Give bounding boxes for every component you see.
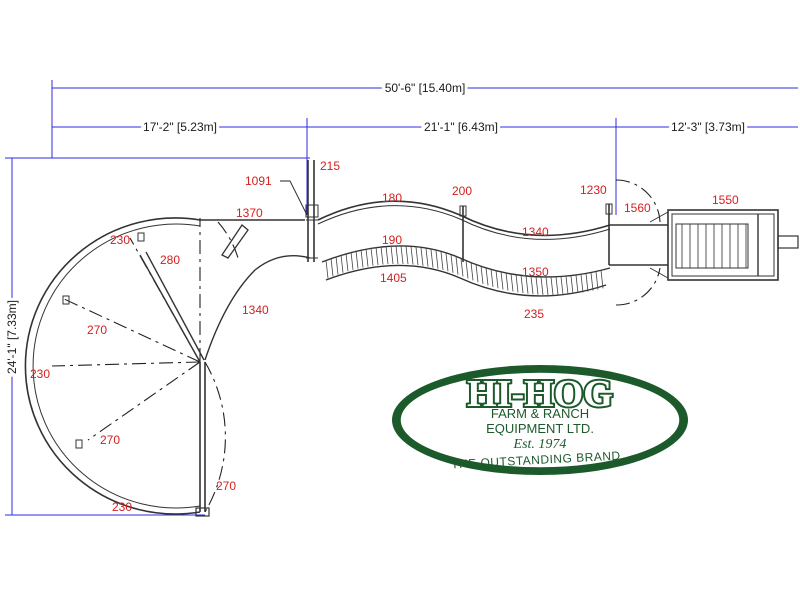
panel-hatch-line	[425, 248, 429, 267]
panel-hatch-line	[355, 250, 359, 269]
panel-hatch-line	[540, 276, 544, 295]
part-label-230-top: 230	[110, 233, 130, 247]
logo-line-1: FARM & RANCH	[491, 406, 589, 421]
panel-hatch-line	[380, 246, 384, 265]
part-label-1091: 1091	[245, 174, 272, 188]
panel-hatch-line	[375, 247, 379, 266]
panel-hatch-line	[405, 246, 409, 265]
dimension-lines: 50'-6" [15.40m] 17'-2" [5.23m] 21'-1" [6…	[2, 78, 798, 516]
part-label-190: 190	[382, 233, 402, 247]
panel-hatch-line	[430, 249, 434, 268]
part-label-270-upper: 270	[87, 323, 107, 337]
panel-hatch-line	[465, 260, 469, 279]
section-1-dimension: 17'-2" [5.23m]	[143, 120, 217, 134]
logo-line-2: EQUIPMENT LTD.	[486, 421, 594, 436]
leader-line	[280, 180, 308, 216]
part-label-1370: 1370	[236, 206, 263, 220]
part-label-180: 180	[382, 191, 402, 205]
panel-hatch-line	[575, 275, 579, 294]
part-label-280: 280	[160, 253, 180, 267]
logo-established: Est. 1974	[513, 437, 567, 452]
part-label-1340-top: 1340	[522, 225, 549, 239]
panel-hatch-line	[450, 254, 454, 273]
panel-hatch-line	[395, 245, 399, 264]
panel-hatch-line	[370, 247, 374, 266]
logo-brand-text: HI-HOG	[467, 373, 613, 415]
panel-hatch-line	[555, 276, 559, 295]
part-label-1230: 1230	[580, 183, 607, 197]
panel-hatch-line	[485, 267, 489, 286]
panel-hatch-line	[480, 265, 484, 284]
panel-hatch-line	[570, 275, 574, 294]
overall-width-dimension: 50'-6" [15.40m]	[385, 81, 466, 95]
panel-hatch-line	[470, 262, 474, 281]
panel-hatch-line	[535, 276, 539, 295]
hi-hog-logo: HI-HOG FARM & RANCH EQUIPMENT LTD. Est. …	[392, 365, 688, 475]
part-label-1550: 1550	[712, 193, 739, 207]
panel-hatch-line	[325, 260, 329, 279]
part-labels: 215 1091 180 200 1230 1560 1550 1370 230…	[30, 159, 739, 514]
panel-hatch-line	[345, 253, 349, 272]
sweep-curve-section	[24, 217, 311, 517]
panel-hatch-line	[415, 247, 419, 266]
panel-hatch-line	[410, 246, 414, 265]
panel-hatch-line	[580, 274, 584, 293]
panel-hatch-line	[550, 276, 554, 295]
panel-hatch-line	[435, 250, 439, 269]
panel-hatch-line	[365, 248, 369, 267]
panel-hatch-line	[495, 270, 499, 289]
panel-hatch-line	[545, 276, 549, 295]
part-label-200: 200	[452, 184, 472, 198]
panel-hatch-line	[460, 258, 464, 277]
panel-hatch-line	[600, 270, 604, 289]
panel-hatch-line	[400, 245, 404, 265]
panel-hatch-line	[440, 251, 444, 270]
panel-hatch-line	[520, 275, 524, 294]
panel-hatch-line	[560, 276, 564, 295]
part-label-230-left: 230	[30, 367, 50, 381]
panel-hatch-line	[530, 276, 534, 295]
alley-section	[305, 160, 668, 306]
part-label-1405: 1405	[380, 271, 407, 285]
part-label-270-bottom: 270	[216, 479, 236, 493]
part-label-215: 215	[320, 159, 340, 173]
panel-hatch-line	[490, 268, 494, 287]
panel-hatch-line	[445, 253, 449, 272]
panel-hatch-line	[350, 251, 354, 270]
squeeze-crate	[649, 209, 799, 281]
panel-hatch-line	[515, 274, 519, 293]
panel-hatch-line	[385, 246, 389, 265]
section-3-dimension: 12'-3" [3.73m]	[671, 120, 745, 134]
part-label-270-lower: 270	[100, 433, 120, 447]
panel-hatch-line	[500, 271, 504, 290]
panel-hatch-line	[585, 273, 589, 292]
panel-hatch-line	[330, 258, 334, 277]
panel-hatch-line	[565, 276, 569, 295]
panel-hatch-line	[475, 264, 479, 283]
panel-hatch-line	[595, 271, 599, 290]
panel-hatch-line	[420, 247, 424, 266]
part-label-230-bottom: 230	[112, 500, 132, 514]
panel-hatch-line	[590, 272, 594, 291]
panel-hatch-line	[390, 245, 394, 265]
section-2-dimension: 21'-1" [6.43m]	[424, 120, 498, 134]
part-label-235: 235	[524, 307, 544, 321]
panel-hatch-line	[455, 256, 459, 275]
part-label-1560: 1560	[624, 201, 651, 215]
panel-hatch-line	[360, 249, 364, 268]
panel-hatch-line	[525, 275, 529, 294]
part-label-1340-left: 1340	[242, 303, 269, 317]
overall-height-dimension: 24'-1" [7.33m]	[5, 300, 19, 374]
panel-hatch-line	[510, 273, 514, 292]
panel-hatch-line	[335, 256, 339, 275]
panel-hatch-line	[340, 254, 344, 273]
panel-hatch-line	[505, 272, 509, 291]
part-label-1350: 1350	[522, 265, 549, 279]
